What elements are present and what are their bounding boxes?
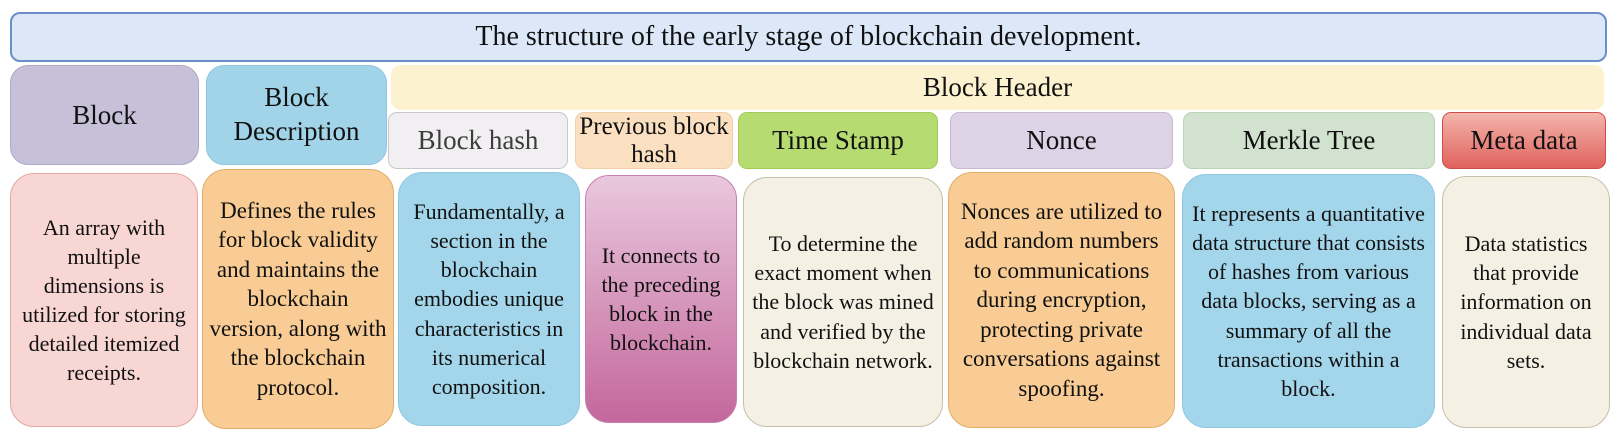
diagram-title: The structure of the early stage of bloc… — [475, 21, 1142, 52]
time-stamp-label: Time Stamp — [772, 125, 904, 155]
block-header-label: Block Header — [922, 72, 1073, 102]
meta-data-cell: Meta data — [1442, 112, 1606, 169]
time-stamp-cell: Time Stamp — [738, 112, 938, 169]
merkle-tree-definition-box: It represents a quantitative data struct… — [1182, 174, 1435, 428]
nonce-definition-text: Nonces are utilized to add random number… — [960, 198, 1163, 401]
meta-data-label: Meta data — [1470, 125, 1578, 155]
block-description-cell-label: Block Description — [233, 82, 360, 146]
merkle-tree-definition-text: It represents a quantitative data struct… — [1192, 201, 1425, 401]
merkle-tree-cell: Merkle Tree — [1183, 112, 1435, 169]
block-definition-text: An array with multiple dimensions is uti… — [22, 214, 186, 386]
previous-block-hash-label: Previous block hash — [579, 112, 729, 168]
previous-block-hash-definition-text: It connects to the preceding block in th… — [601, 242, 721, 356]
block-header-banner: Block Header — [391, 65, 1604, 110]
nonce-cell: Nonce — [950, 112, 1173, 169]
block-hash-definition-text: Fundamentally, a section in the blockcha… — [413, 199, 565, 399]
block-description-definition-box: Defines the rules for block validity and… — [202, 169, 394, 429]
block-definition-box: An array with multiple dimensions is uti… — [10, 173, 198, 427]
previous-block-hash-cell: Previous block hash — [575, 112, 733, 169]
block-hash-label: Block hash — [417, 125, 539, 155]
nonce-label: Nonce — [1026, 125, 1097, 155]
block-description-cell: Block Description — [206, 65, 387, 165]
block-cell: Block — [10, 65, 199, 165]
merkle-tree-label: Merkle Tree — [1242, 125, 1376, 155]
nonce-definition-box: Nonces are utilized to add random number… — [948, 172, 1175, 428]
block-hash-definition-box: Fundamentally, a section in the blockcha… — [398, 172, 580, 426]
block-cell-label: Block — [72, 99, 137, 130]
diagram-title-banner: The structure of the early stage of bloc… — [10, 12, 1607, 62]
time-stamp-definition-text: To determine the exact moment when the b… — [752, 231, 934, 373]
meta-data-definition-box: Data statistics that provide information… — [1442, 176, 1610, 428]
time-stamp-definition-box: To determine the exact moment when the b… — [743, 177, 943, 427]
block-description-definition-text: Defines the rules for block validity and… — [209, 197, 387, 400]
block-hash-cell: Block hash — [388, 112, 568, 169]
meta-data-definition-text: Data statistics that provide information… — [1460, 231, 1592, 373]
previous-block-hash-definition-box: It connects to the preceding block in th… — [585, 175, 737, 423]
